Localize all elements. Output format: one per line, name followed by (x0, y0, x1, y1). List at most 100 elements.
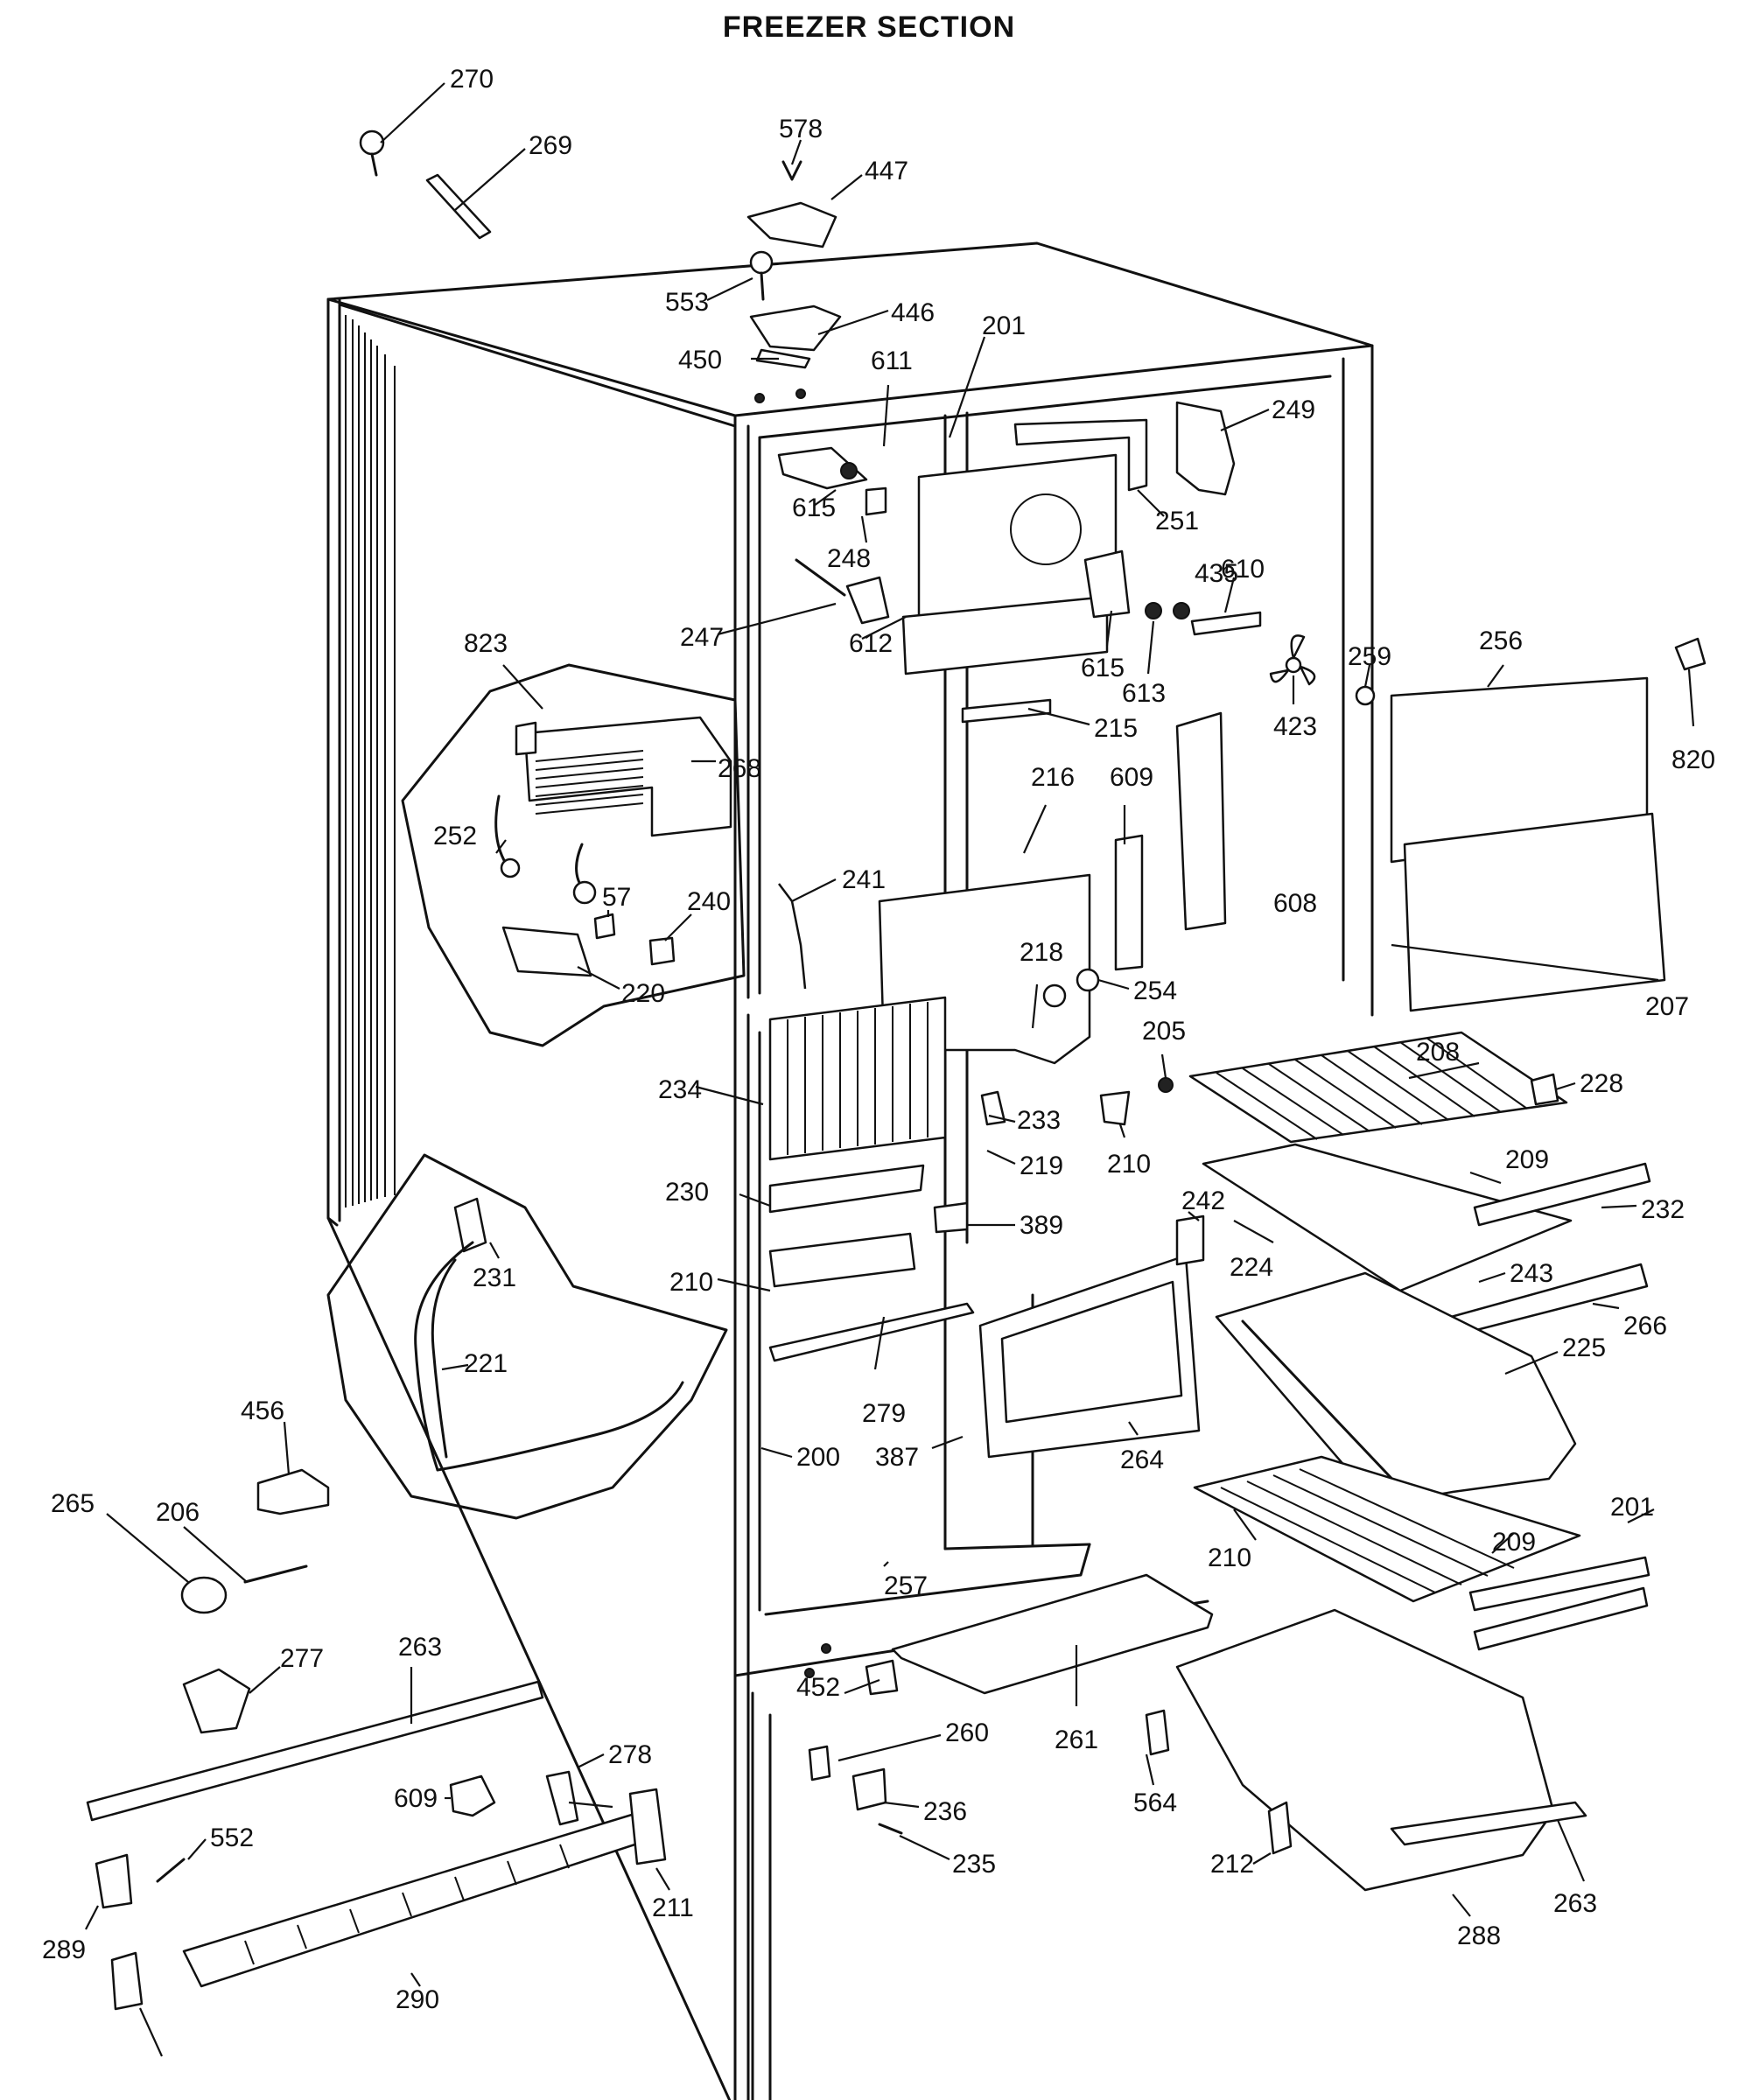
part-label: 447 (865, 157, 908, 186)
part-label: 269 (529, 131, 572, 160)
part-label: 279 (862, 1399, 906, 1428)
part-label: 210 (1107, 1150, 1151, 1179)
part-label: 263 (1553, 1889, 1597, 1918)
part-label: 452 (796, 1673, 840, 1702)
part-label: 233 (1017, 1106, 1061, 1135)
part-label: 232 (1641, 1195, 1685, 1224)
right-side-parts (1145, 637, 1706, 1892)
part-label: 210 (1208, 1544, 1251, 1572)
hinge-parts (359, 130, 842, 403)
part-label: 247 (680, 623, 724, 652)
part-label: 260 (945, 1718, 989, 1747)
part-label: 423 (1273, 712, 1317, 741)
part-label: 259 (1348, 642, 1391, 671)
part-label: 610 (1221, 555, 1265, 584)
part-labels: 270 269 578 447 553 446 450 201 611 249 … (42, 65, 1715, 2014)
part-label: 266 (1623, 1312, 1667, 1340)
part-label: 218 (1020, 938, 1063, 967)
part-label: 612 (849, 629, 893, 658)
part-label: 270 (450, 65, 494, 94)
part-label: 240 (687, 887, 731, 916)
part-label: 248 (827, 544, 871, 573)
part-label: 201 (1610, 1493, 1654, 1522)
part-label: 249 (1272, 396, 1315, 424)
part-label: 234 (658, 1075, 702, 1104)
part-label: 609 (1110, 763, 1153, 792)
part-label: 611 (871, 346, 913, 375)
inset-defrost-control (401, 663, 746, 1047)
diagram-title: FREEZER SECTION (722, 10, 1016, 44)
part-label: 205 (1142, 1017, 1186, 1046)
part-label: 450 (678, 346, 722, 374)
part-label: 615 (1081, 654, 1125, 682)
part-label: 219 (1020, 1152, 1063, 1180)
part-label: 268 (718, 754, 761, 783)
part-label: 456 (241, 1396, 284, 1425)
part-label: 211 (652, 1894, 694, 1922)
part-label: 207 (1645, 992, 1689, 1021)
part-label: 265 (51, 1489, 95, 1518)
part-label: 212 (1210, 1850, 1254, 1879)
part-label: 200 (796, 1443, 840, 1472)
part-label: 289 (42, 1936, 86, 1964)
part-label: 261 (1055, 1726, 1098, 1754)
part-label: 288 (1457, 1922, 1501, 1950)
part-label: 446 (891, 298, 935, 327)
part-label: 251 (1155, 507, 1199, 536)
part-label: 553 (665, 288, 709, 317)
part-label: 230 (665, 1178, 709, 1207)
timer-coil-hatch (535, 750, 644, 815)
part-label: 57 (602, 883, 631, 912)
part-label: 615 (792, 494, 836, 522)
evaporator-cover (777, 401, 1376, 724)
part-label: 256 (1479, 626, 1523, 655)
evaporator-coil (768, 996, 975, 1362)
part-label: 552 (210, 1824, 254, 1852)
part-label: 252 (433, 822, 477, 850)
part-label: 254 (1133, 976, 1177, 1005)
part-label: 210 (669, 1268, 713, 1297)
part-label: 209 (1505, 1145, 1549, 1174)
part-label: 277 (280, 1644, 324, 1673)
cabinet (326, 242, 1374, 2100)
part-label: 228 (1580, 1069, 1623, 1098)
part-label: 225 (1562, 1334, 1606, 1362)
part-label: 435 (1195, 559, 1238, 588)
part-label: 241 (842, 865, 886, 894)
part-label: 220 (621, 979, 665, 1008)
part-label: 221 (464, 1349, 508, 1378)
ice-service-door (978, 1214, 1205, 1459)
part-label: 231 (473, 1264, 516, 1292)
part-label: 206 (156, 1498, 200, 1527)
part-label: 578 (779, 115, 823, 144)
part-label: 235 (952, 1850, 996, 1879)
part-label: 278 (608, 1740, 652, 1769)
part-label: 201 (982, 312, 1026, 340)
part-label: 820 (1671, 746, 1715, 774)
part-label: 263 (398, 1633, 442, 1662)
part-label: 242 (1181, 1186, 1225, 1215)
leader-lines (85, 82, 1695, 2057)
part-label: 236 (923, 1797, 967, 1826)
bottom-parts (86, 1468, 1214, 2011)
part-label: 208 (1416, 1038, 1460, 1067)
part-label: 215 (1094, 714, 1138, 743)
part-label: 224 (1230, 1253, 1273, 1282)
part-label: 209 (1492, 1528, 1536, 1557)
part-label: 608 (1273, 889, 1317, 918)
part-label: 823 (464, 629, 508, 658)
part-label: 243 (1510, 1259, 1553, 1288)
part-label: 609 (394, 1784, 438, 1813)
part-label: 613 (1122, 679, 1166, 708)
part-label: 216 (1031, 763, 1075, 792)
part-label: 564 (1133, 1788, 1177, 1817)
fan-blade (1269, 634, 1316, 686)
part-label: 389 (1020, 1211, 1063, 1240)
inset-defrost-heater (326, 1153, 728, 1520)
part-label: 290 (396, 1985, 439, 2014)
side-shading (345, 315, 396, 1208)
part-label: 257 (884, 1572, 928, 1600)
part-label: 264 (1120, 1446, 1164, 1474)
